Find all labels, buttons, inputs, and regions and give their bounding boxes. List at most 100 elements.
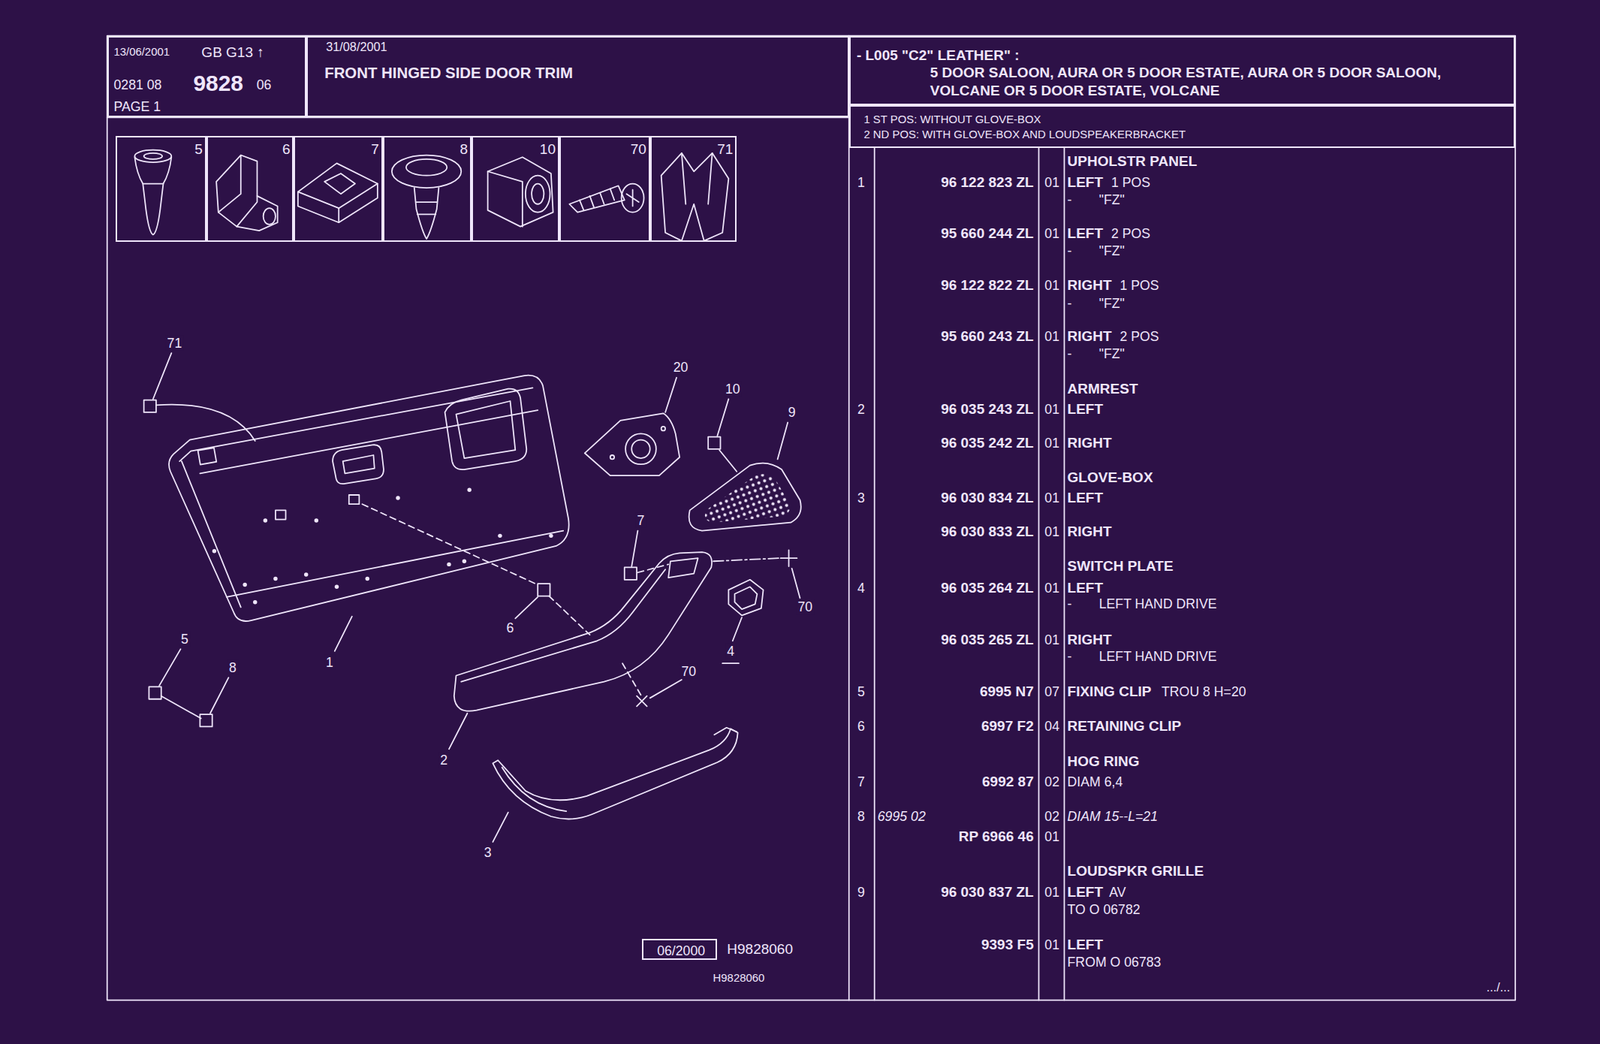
table-cell: "FZ" (1099, 192, 1125, 208)
table-cell: LEFT (1067, 174, 1104, 191)
leader-lines (665, 377, 677, 413)
table-cell: HOG RING (1067, 753, 1140, 770)
leader-lines (622, 662, 641, 695)
table-cell: 96 035 242 ZL (940, 434, 1034, 452)
leader-lines (537, 583, 550, 596)
page-frame (107, 36, 1516, 1001)
table-cell: 2 POS (1120, 328, 1160, 344)
fastener-icons (337, 207, 340, 223)
leader-lines (448, 713, 468, 750)
fastener-icons (569, 185, 624, 212)
page-frame (1063, 147, 1066, 1001)
table-cell: 3 (857, 490, 865, 506)
icon-cell: 70 (559, 135, 651, 242)
fastener-icons (134, 150, 172, 163)
fastener-icons (525, 175, 551, 213)
leader-lines (153, 352, 172, 399)
fastener-icons (324, 173, 356, 194)
glove-box (492, 728, 738, 819)
header-text: 2 ND POS: WITH GLOVE-BOX AND LOUDSPEAKER… (863, 128, 1186, 142)
table-cell: GLOVE-BOX (1067, 469, 1154, 486)
table-cell: RETAINING CLIP (1067, 718, 1182, 736)
table-cell: 96 035 265 ZL (940, 631, 1034, 648)
door-panel (263, 518, 268, 522)
leader-lines (717, 398, 729, 436)
leader-lines (780, 549, 798, 567)
icon-cell: 8 (382, 135, 472, 242)
table-cell: 8 (857, 808, 865, 824)
fastener-icons (263, 207, 276, 225)
door-panel (332, 444, 384, 484)
table-cell: LEFT (1067, 579, 1104, 597)
position-note-box: 1 ST POS: WITHOUT GLOVE-BOX2 ND POS: WIT… (849, 105, 1516, 148)
callout-number: 10 (723, 381, 742, 397)
table-cell: DIAM 15--L=21 (1067, 808, 1158, 824)
table-cell: 04 (1044, 718, 1060, 734)
fastener-icons (298, 162, 378, 223)
door-panel (242, 582, 247, 587)
door-panel (212, 487, 554, 604)
table-cell: 96 030 834 ZL (940, 489, 1034, 507)
armrest (461, 569, 666, 681)
speaker-bracket (631, 439, 650, 459)
fastener-icons (144, 153, 163, 160)
header-box: 13/06/2001GB G13 ↑0281 08982806PAGE 1 (107, 36, 307, 118)
table-cell: RIGHT (1067, 631, 1112, 648)
callout-number: 71 (165, 334, 184, 350)
header-text: 1 ST POS: WITHOUT GLOVE-BOX (863, 113, 1041, 127)
table-cell: 95 660 243 ZL (940, 328, 1034, 345)
fastener-icons (216, 155, 257, 227)
table-cell: 2 (857, 401, 865, 417)
table-cell: RIGHT (1067, 434, 1112, 452)
table-cell: 02 (1044, 808, 1060, 824)
leader-lines (161, 696, 202, 719)
table-cell: TROU 8 H=20 (1161, 683, 1247, 700)
leader-lines (732, 617, 742, 641)
armrest (454, 551, 712, 712)
table-cell: DIAM 6,4 (1067, 774, 1124, 790)
loudspeaker-grille (689, 463, 802, 531)
icon-cell: 71 (650, 135, 738, 242)
door-panel (343, 454, 375, 474)
table-cell: LEFT (1067, 489, 1104, 507)
table-cell: 6 (857, 718, 865, 734)
table-cell: 01 (1044, 277, 1060, 293)
fastener-icons (414, 187, 440, 239)
glove-box (492, 727, 738, 820)
table-cell: 02 (1044, 774, 1060, 790)
callout-number: 1 (324, 654, 335, 670)
parts-illustration (107, 36, 1516, 1001)
table-cell: 1 POS (1111, 174, 1151, 190)
door-panel (199, 409, 538, 474)
table-cell: 7 (857, 774, 865, 790)
header-text: - L005 "C2" LEATHER" : (856, 47, 1020, 64)
table-cell: LEFT HAND DRIVE (1099, 596, 1218, 612)
table-cell: LEFT (1067, 936, 1104, 953)
table-cell: 4 (857, 579, 865, 595)
leader-lines (624, 566, 637, 579)
table-cell: TO O 06782 (1067, 900, 1141, 917)
leader-lines (159, 648, 181, 686)
drawing-code: H9828060 (711, 971, 767, 985)
speaker-bracket (610, 454, 615, 459)
table-cell: 1 POS (1120, 277, 1160, 293)
icon-cell: 6 (206, 135, 295, 242)
header-text: 0281 08 (113, 77, 162, 93)
table-cell: - (1067, 192, 1073, 208)
callout-number: 70 (680, 663, 699, 679)
callout-number: 8 (227, 659, 239, 675)
page-title: FRONT HINGED SIDE DOOR TRIM (324, 64, 573, 82)
icon-cell: 7 (293, 135, 383, 242)
leader-lines (361, 503, 538, 585)
fastener-icons (406, 159, 447, 176)
switch-plate (728, 579, 763, 616)
table-cell: 6997 F2 (981, 718, 1034, 736)
table-cell: - (1067, 648, 1073, 664)
door-panel (226, 530, 564, 597)
table-cell: 96 030 837 ZL (940, 883, 1034, 901)
door-panel (334, 584, 339, 589)
loudspeaker-grille (689, 463, 802, 531)
table-cell: 01 (1044, 174, 1060, 190)
door-panel (181, 461, 242, 607)
